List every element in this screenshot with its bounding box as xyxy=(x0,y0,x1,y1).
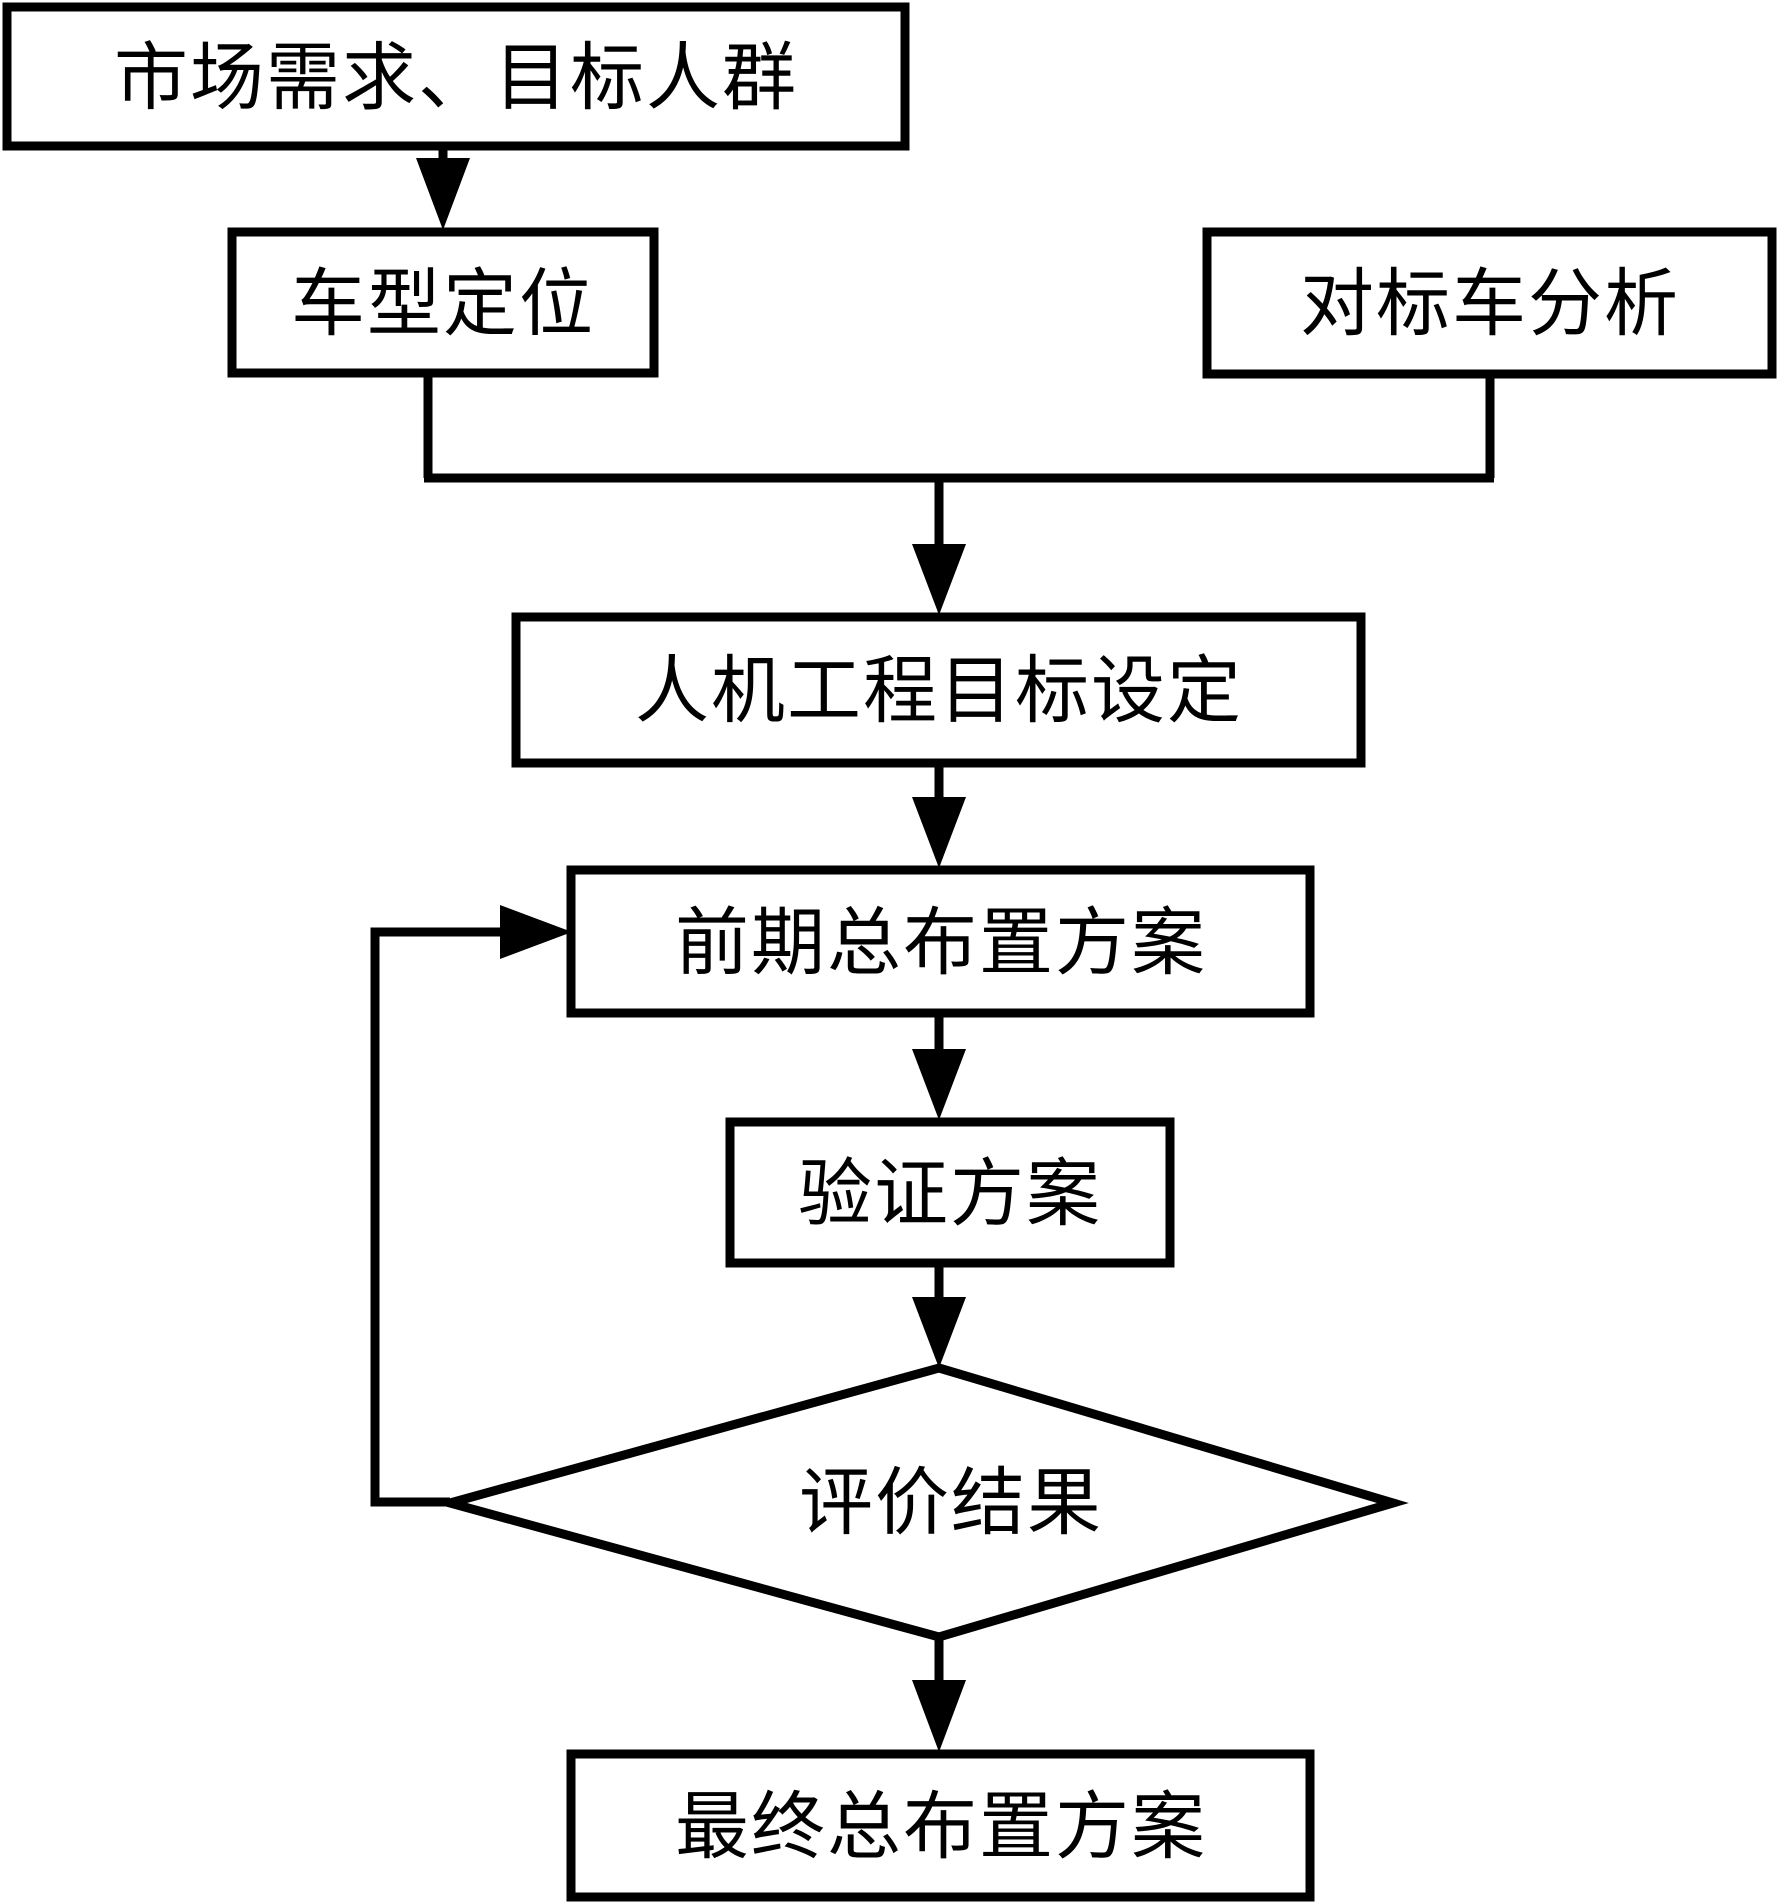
edge-merge-bar-to-ergonomics-target xyxy=(424,473,1494,615)
edge-evaluation-result-feedback-to-preliminary-layout xyxy=(370,905,572,1507)
edge-verification-plan-to-evaluation-result xyxy=(912,1265,966,1368)
node-evaluation-result[interactable]: 评价结果 xyxy=(433,1363,1409,1642)
node-ergonomics-target[interactable]: 人机工程目标设定 xyxy=(511,612,1366,768)
node-final-layout[interactable]: 最终总布置方案 xyxy=(566,1749,1315,1902)
edge-ergonomics-target-to-preliminary-layout xyxy=(912,765,966,868)
node-benchmark-analysis-label: 对标车分析 xyxy=(1300,261,1680,347)
node-verification-plan-label: 验证方案 xyxy=(798,1151,1102,1237)
node-vehicle-positioning-label: 车型定位 xyxy=(291,261,595,347)
node-final-layout-label: 最终总布置方案 xyxy=(675,1784,1207,1870)
node-preliminary-layout[interactable]: 前期总布置方案 xyxy=(566,865,1315,1018)
node-verification-plan[interactable]: 验证方案 xyxy=(725,1117,1175,1268)
node-ergonomics-target-label: 人机工程目标设定 xyxy=(635,648,1243,734)
node-vehicle-positioning[interactable]: 车型定位 xyxy=(227,227,659,378)
node-evaluation-result-label: 评价结果 xyxy=(799,1460,1103,1546)
node-benchmark-analysis[interactable]: 对标车分析 xyxy=(1202,227,1777,379)
edge-market-demand-to-vehicle-positioning xyxy=(416,150,470,230)
edge-evaluation-result-to-final-layout xyxy=(912,1637,966,1752)
node-market-demand-label: 市场需求、目标人群 xyxy=(114,35,798,121)
node-market-demand[interactable]: 市场需求、目标人群 xyxy=(2,2,910,151)
node-preliminary-layout-label: 前期总布置方案 xyxy=(675,900,1207,986)
edge-preliminary-layout-to-verification-plan xyxy=(912,1015,966,1120)
